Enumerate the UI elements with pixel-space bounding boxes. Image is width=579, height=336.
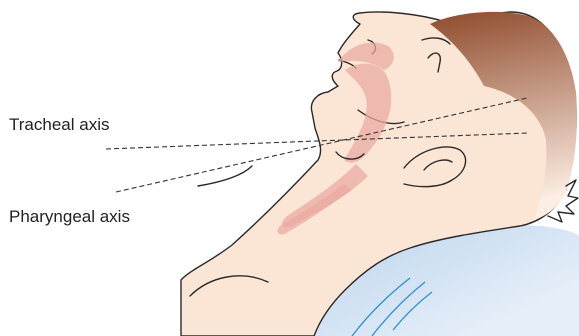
chest-contour: [198, 166, 252, 186]
pharyngeal-axis-label: Pharyngeal axis: [9, 207, 130, 227]
tracheal-axis-label: Tracheal axis: [9, 115, 109, 135]
